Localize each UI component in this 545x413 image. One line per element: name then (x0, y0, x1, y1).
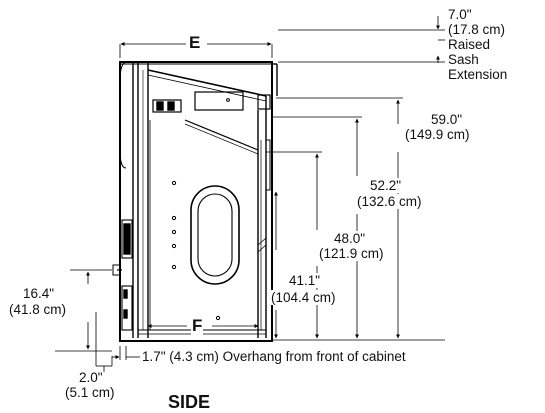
height-411-label: 41.1" (288, 273, 322, 288)
height-480-label: 48.0" (333, 231, 367, 246)
dimension-e-label: E (188, 33, 202, 52)
height-590-cm-label: (149.9 cm) (404, 127, 471, 142)
raised-label-line3: Extension (448, 67, 508, 82)
height-164-label: 16.4" (22, 286, 56, 301)
view-title: SIDE (168, 392, 211, 412)
height-411-cm-label: (104.4 cm) (270, 290, 337, 305)
cabinet-outline (112, 61, 278, 342)
raised-height-cm-label: (17.8 cm) (448, 22, 506, 37)
height-480-cm-label: (121.9 cm) (318, 246, 385, 261)
depth-20-label: 2.0" (79, 370, 103, 385)
raised-label-line1: Raised (448, 37, 491, 52)
fasteners (171, 98, 230, 321)
height-522-cm-label: (132.6 cm) (356, 194, 423, 209)
dimension-f-label: F (191, 316, 204, 335)
height-164-cm-label: (41.8 cm) (8, 302, 68, 317)
height-590-label: 59.0" (430, 112, 464, 127)
depth-20-cm-label: (5.1 cm) (65, 385, 115, 400)
height-522-label: 52.2" (369, 178, 403, 193)
observation-window (190, 185, 240, 285)
raised-label-line2: Sash (448, 52, 479, 67)
overhang-label: 1.7" (4.3 cm) Overhang from front of cab… (142, 349, 406, 364)
raised-height-label: 7.0" (448, 7, 472, 22)
